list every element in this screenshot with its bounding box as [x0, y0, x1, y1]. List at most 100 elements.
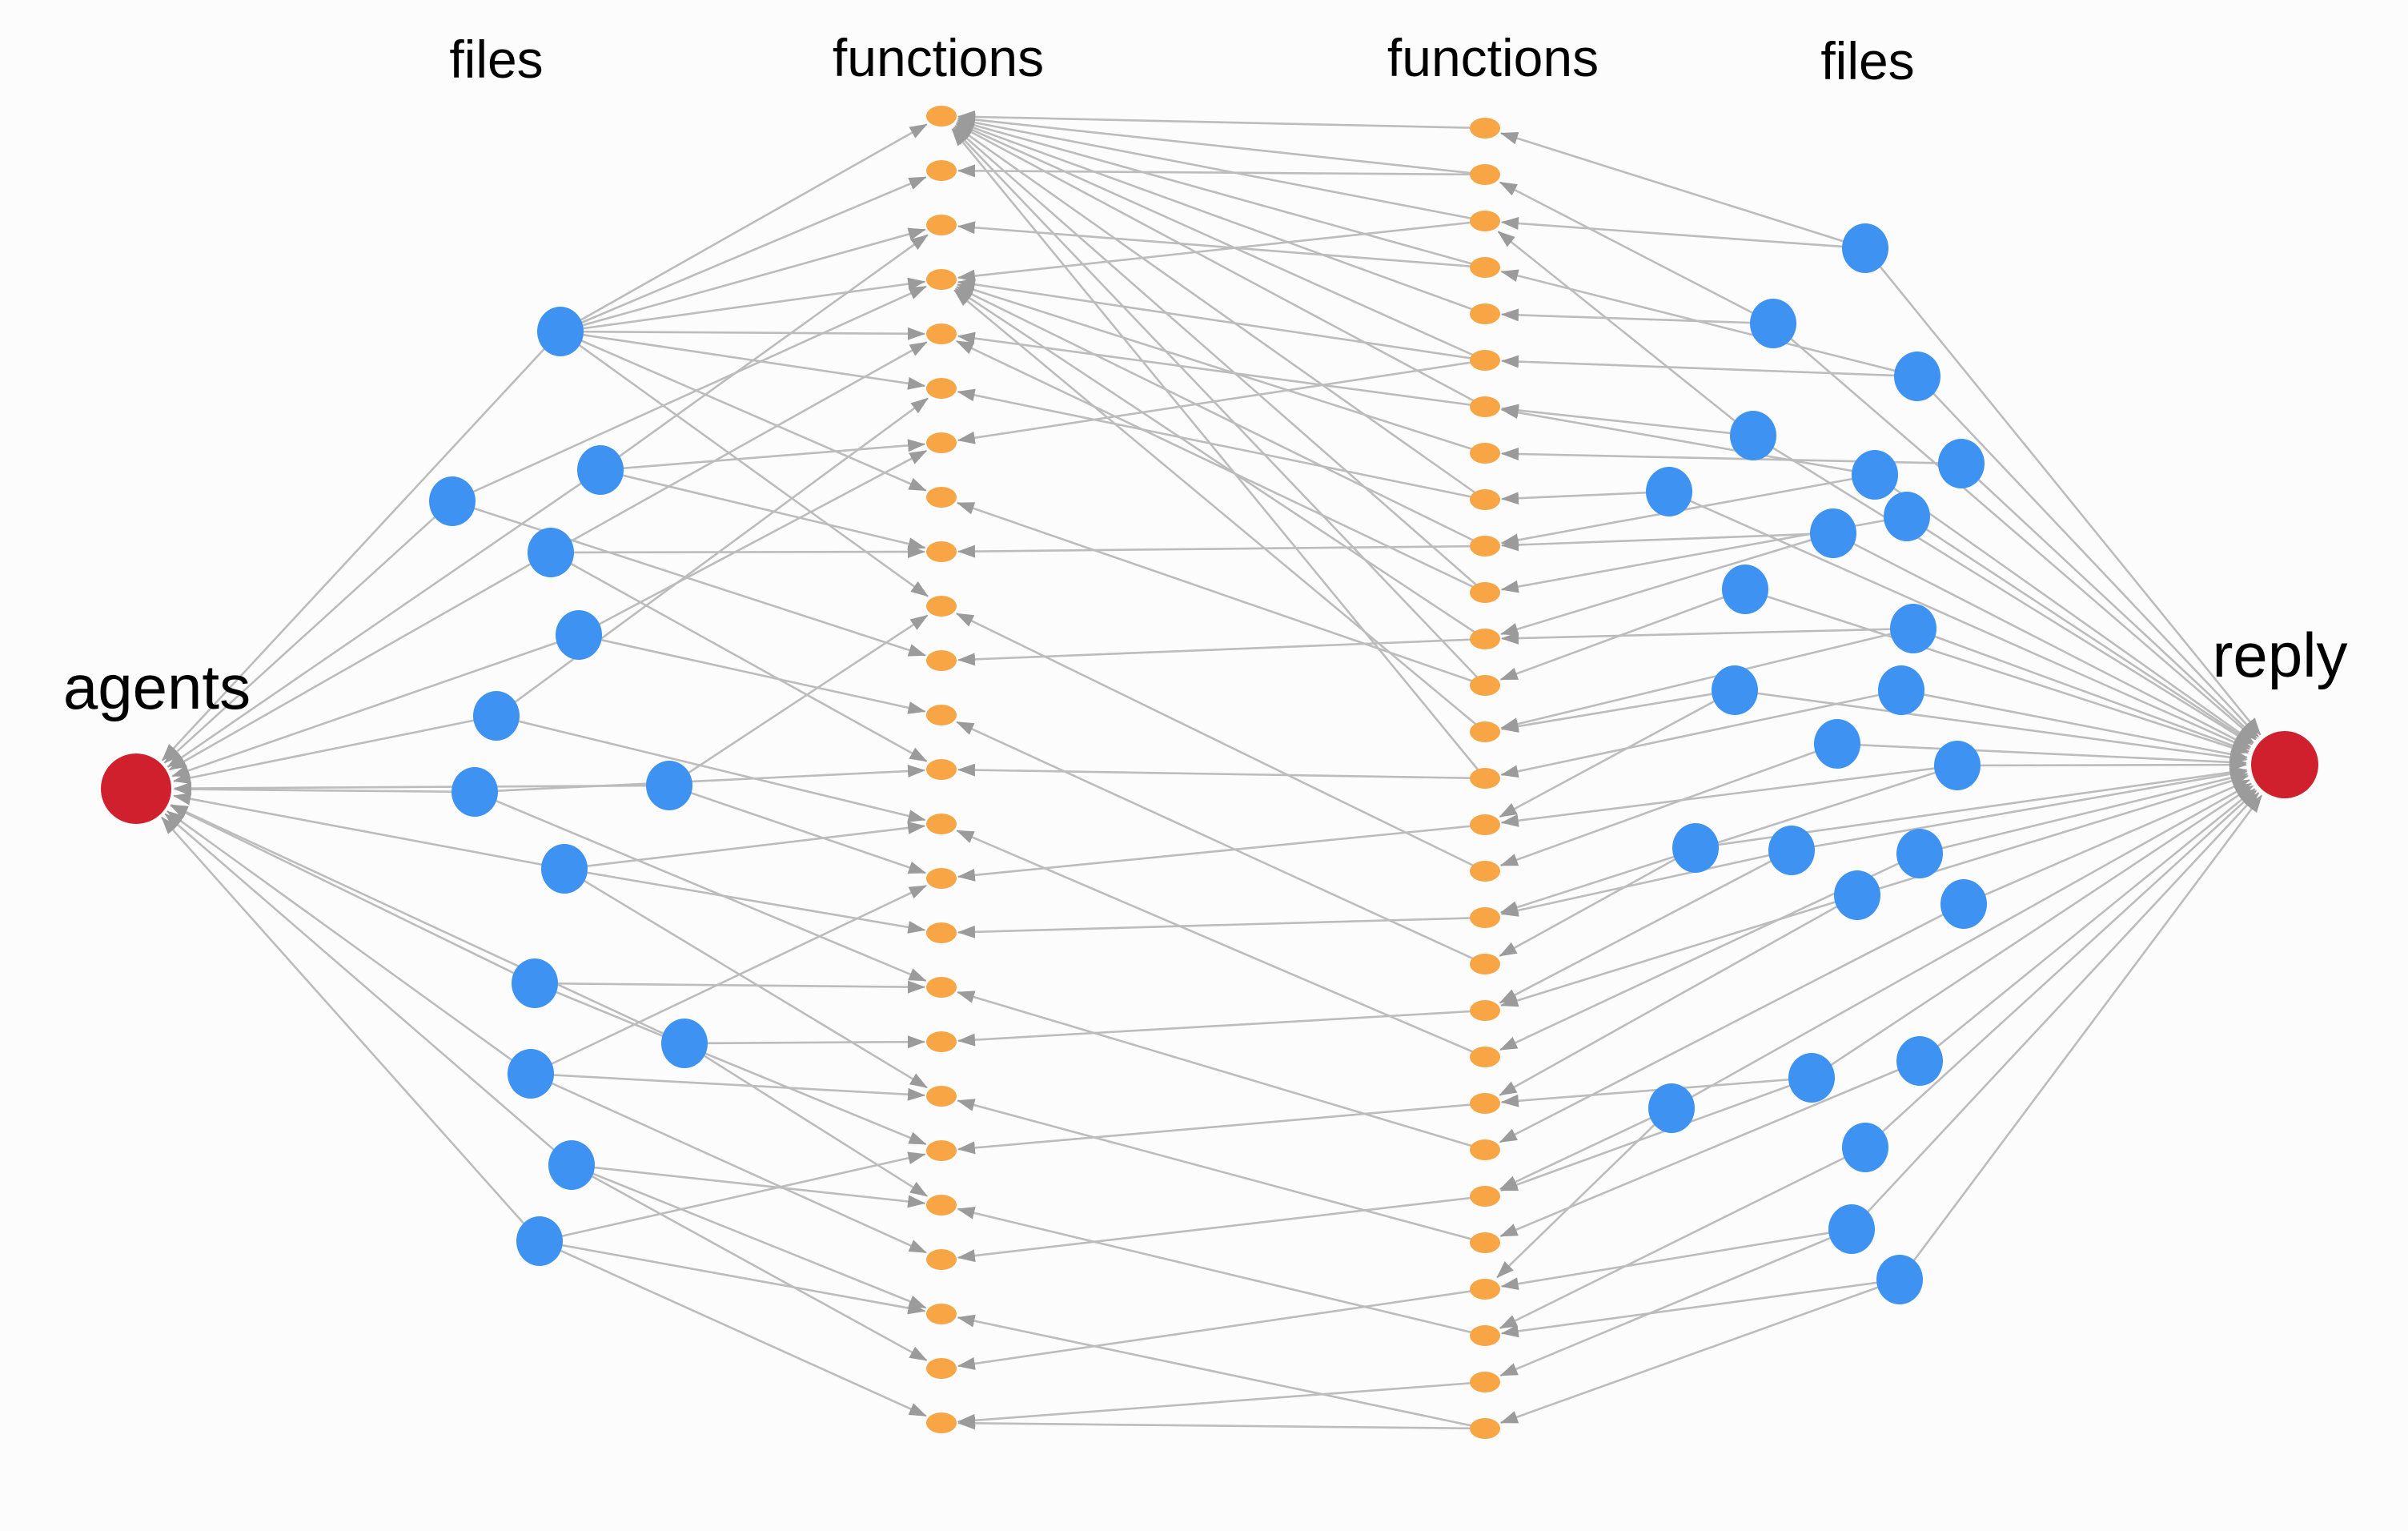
- file-node[interactable]: [537, 307, 584, 356]
- function-node[interactable]: [1470, 582, 1500, 603]
- function-node[interactable]: [926, 1412, 957, 1433]
- function-node[interactable]: [1470, 303, 1500, 324]
- file-node[interactable]: [646, 761, 692, 810]
- file-node[interactable]: [1750, 299, 1796, 348]
- file-node[interactable]: [577, 445, 624, 495]
- file-node[interactable]: [429, 476, 476, 526]
- file-node[interactable]: [1834, 870, 1880, 920]
- file-node[interactable]: [451, 767, 498, 817]
- file-node[interactable]: [1788, 1053, 1835, 1103]
- function-node[interactable]: [1470, 396, 1500, 417]
- function-node[interactable]: [1470, 1000, 1500, 1021]
- file-node[interactable]: [1938, 439, 1985, 488]
- file-node[interactable]: [528, 528, 574, 577]
- function-node[interactable]: [1470, 350, 1500, 371]
- function-node[interactable]: [1470, 861, 1500, 882]
- function-node[interactable]: [926, 650, 957, 671]
- function-node[interactable]: [926, 1031, 957, 1052]
- function-node[interactable]: [1470, 443, 1500, 464]
- function-node[interactable]: [1470, 211, 1500, 231]
- function-node[interactable]: [1470, 768, 1500, 789]
- file-node[interactable]: [1940, 879, 1987, 929]
- file-node[interactable]: [1768, 826, 1815, 875]
- file-node[interactable]: [1884, 492, 1930, 541]
- file-node[interactable]: [1646, 467, 1692, 516]
- edge-FR11-RF11: [1501, 627, 1914, 645]
- function-node[interactable]: [1470, 907, 1500, 928]
- function-node[interactable]: [1470, 954, 1500, 974]
- file-node[interactable]: [1878, 665, 1924, 715]
- function-node[interactable]: [1470, 1325, 1500, 1346]
- function-node[interactable]: [1470, 536, 1500, 557]
- file-node[interactable]: [1852, 450, 1898, 500]
- function-node[interactable]: [926, 541, 957, 562]
- function-node[interactable]: [1470, 257, 1500, 278]
- function-node[interactable]: [1470, 1232, 1500, 1253]
- file-node[interactable]: [1896, 1036, 1943, 1086]
- file-node[interactable]: [1890, 604, 1936, 653]
- file-node[interactable]: [1672, 823, 1719, 873]
- function-node[interactable]: [926, 487, 957, 508]
- function-node[interactable]: [1470, 814, 1500, 835]
- file-node[interactable]: [541, 844, 588, 894]
- file-node[interactable]: [473, 691, 520, 741]
- function-node[interactable]: [1470, 1139, 1500, 1160]
- function-node[interactable]: [926, 1140, 957, 1161]
- edge-FL1-agents: [161, 331, 561, 761]
- file-node[interactable]: [1722, 565, 1768, 614]
- file-node[interactable]: [661, 1019, 708, 1068]
- function-node[interactable]: [926, 269, 957, 290]
- function-node[interactable]: [1470, 1372, 1500, 1392]
- file-node[interactable]: [1648, 1083, 1695, 1133]
- function-node[interactable]: [926, 977, 957, 998]
- file-node[interactable]: [508, 1049, 554, 1099]
- function-node[interactable]: [926, 814, 957, 834]
- function-node[interactable]: [926, 160, 957, 181]
- file-node[interactable]: [1876, 1255, 1923, 1304]
- function-node[interactable]: [926, 106, 957, 127]
- function-node[interactable]: [926, 759, 957, 780]
- function-node[interactable]: [1470, 164, 1500, 185]
- function-node[interactable]: [1470, 489, 1500, 510]
- function-node[interactable]: [1470, 1047, 1500, 1067]
- file-node[interactable]: [1730, 411, 1776, 460]
- agents-node[interactable]: [101, 753, 171, 824]
- file-node[interactable]: [1814, 719, 1860, 769]
- function-node[interactable]: [1470, 675, 1500, 696]
- function-node[interactable]: [926, 378, 957, 399]
- function-node[interactable]: [926, 705, 957, 725]
- function-node[interactable]: [1470, 629, 1500, 649]
- function-node[interactable]: [1470, 118, 1500, 139]
- edge-RF18-LF11: [956, 721, 1486, 966]
- function-node[interactable]: [926, 323, 957, 344]
- file-node[interactable]: [1828, 1204, 1875, 1254]
- function-node[interactable]: [1470, 721, 1500, 742]
- file-node[interactable]: [1894, 352, 1940, 401]
- file-node[interactable]: [548, 1140, 595, 1190]
- file-node[interactable]: [1842, 223, 1888, 273]
- function-node[interactable]: [926, 922, 957, 943]
- function-node[interactable]: [1470, 1418, 1500, 1439]
- function-node[interactable]: [926, 432, 957, 453]
- file-node[interactable]: [1934, 741, 1981, 790]
- function-node[interactable]: [926, 1358, 957, 1379]
- function-node[interactable]: [926, 1249, 957, 1270]
- function-node[interactable]: [926, 868, 957, 889]
- function-node[interactable]: [1470, 1093, 1500, 1114]
- function-node[interactable]: [926, 1086, 957, 1107]
- file-node[interactable]: [1712, 665, 1758, 715]
- label-agents: agents: [62, 652, 251, 722]
- function-node[interactable]: [926, 215, 957, 235]
- function-node[interactable]: [926, 1195, 957, 1216]
- function-node[interactable]: [926, 1304, 957, 1324]
- file-node[interactable]: [556, 610, 602, 660]
- file-node[interactable]: [1896, 829, 1943, 878]
- function-node[interactable]: [1470, 1279, 1500, 1300]
- reply-node[interactable]: [2251, 731, 2318, 798]
- file-node[interactable]: [516, 1216, 563, 1266]
- file-node[interactable]: [1810, 508, 1856, 558]
- function-node[interactable]: [926, 596, 957, 617]
- file-node[interactable]: [512, 958, 558, 1008]
- function-node[interactable]: [1470, 1186, 1500, 1207]
- file-node[interactable]: [1842, 1123, 1888, 1172]
